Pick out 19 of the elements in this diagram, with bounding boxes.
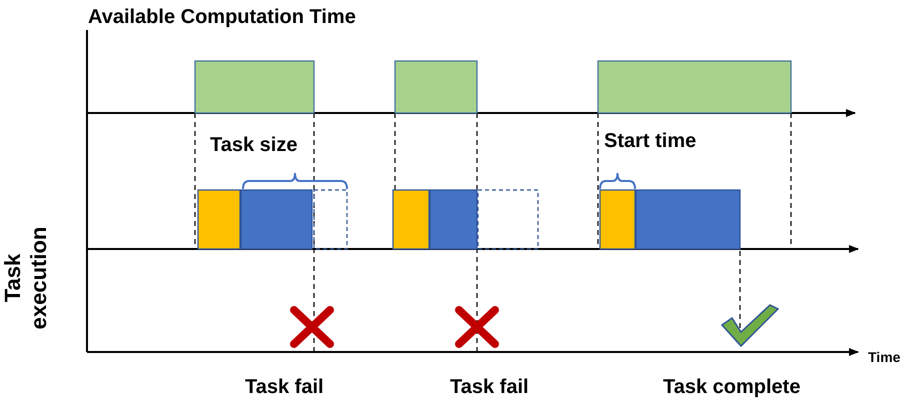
time-slot-bar: [394, 60, 478, 114]
start-segment: [197, 189, 241, 250]
task-segment: [635, 189, 741, 250]
task-segment: [429, 189, 478, 250]
outcome-label: Task fail: [245, 376, 324, 399]
chart-title: Available Computation Time: [88, 6, 356, 29]
start-segment: [599, 189, 636, 250]
time-slot-bar: [597, 60, 792, 114]
brace-label: Task size: [210, 134, 298, 157]
time-slot-bar: [194, 60, 315, 114]
brace-label: Start time: [604, 130, 696, 153]
axis-label: Task execution: [0, 226, 52, 332]
start-segment: [392, 189, 430, 250]
missing-segment: [477, 189, 539, 250]
outcome-label: Task complete: [663, 376, 800, 399]
missing-segment: [313, 189, 348, 250]
outcome-label: Task fail: [450, 376, 529, 399]
task-segment: [240, 189, 313, 250]
axis-label: Time: [868, 349, 900, 365]
